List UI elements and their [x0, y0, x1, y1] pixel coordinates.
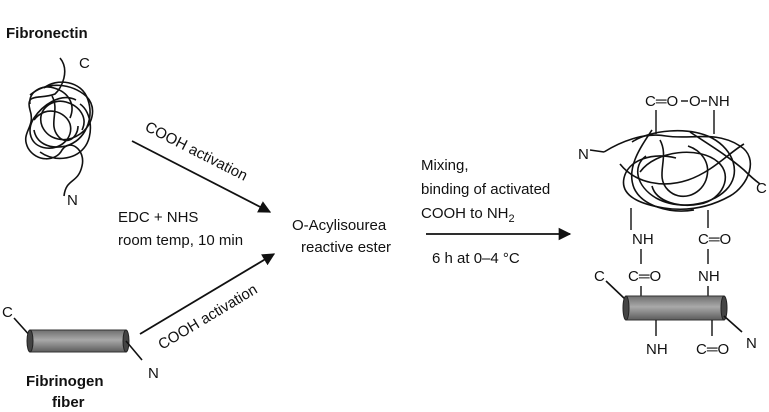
- product-lower-co: C═O: [628, 268, 661, 285]
- product-mid-nh: NH: [632, 231, 654, 248]
- intermediate-line2: reactive ester: [301, 239, 391, 256]
- product-lower-nh: NH: [698, 268, 720, 285]
- reagents-line1: EDC + NHS: [118, 209, 198, 226]
- product-fib-n: N: [746, 335, 757, 352]
- fibrinogen-c-terminus: C: [2, 304, 13, 321]
- step2-line2: binding of activated: [421, 181, 550, 198]
- upper-activation-arrow: [131, 140, 272, 213]
- product-bottom-nh: NH: [646, 341, 668, 358]
- step2-line1: Mixing,: [421, 157, 469, 174]
- step2-line3: COOH to NH2: [421, 205, 515, 225]
- product-mid-co: C═O: [698, 231, 731, 248]
- product-fibronectin-coil: [603, 129, 761, 212]
- product-top-o: O: [689, 93, 701, 110]
- fibronectin-coil: [24, 57, 94, 197]
- fibrinogen-title-line2: fiber: [52, 394, 85, 411]
- product-fn-n: N: [578, 146, 589, 163]
- product-fib-c: C: [594, 268, 605, 285]
- fibronectin-c-terminus: C: [79, 55, 90, 72]
- fibrinogen-title-line1: Fibrinogen: [26, 373, 104, 390]
- step2-conditions: 6 h at 0–4 °C: [432, 250, 520, 267]
- lower-arrow-label: COOH activation: [155, 281, 260, 354]
- fibrinogen-n-terminus: N: [148, 365, 159, 382]
- lower-activation-arrow: [139, 253, 276, 335]
- intermediate-line1: O-Acylisourea: [292, 217, 387, 234]
- reagents-line2: room temp, 10 min: [118, 232, 243, 249]
- product-top-co: C═O: [645, 93, 678, 110]
- product-top-nh: NH: [708, 93, 730, 110]
- product-fibrinogen-fiber: [605, 280, 743, 333]
- product-bottom-co: C═O: [696, 341, 729, 358]
- fibrinogen-fiber: [13, 317, 143, 361]
- product-fn-c: C: [756, 180, 767, 197]
- fibronectin-title: Fibronectin: [6, 25, 88, 42]
- fibronectin-n-terminus: N: [67, 192, 78, 209]
